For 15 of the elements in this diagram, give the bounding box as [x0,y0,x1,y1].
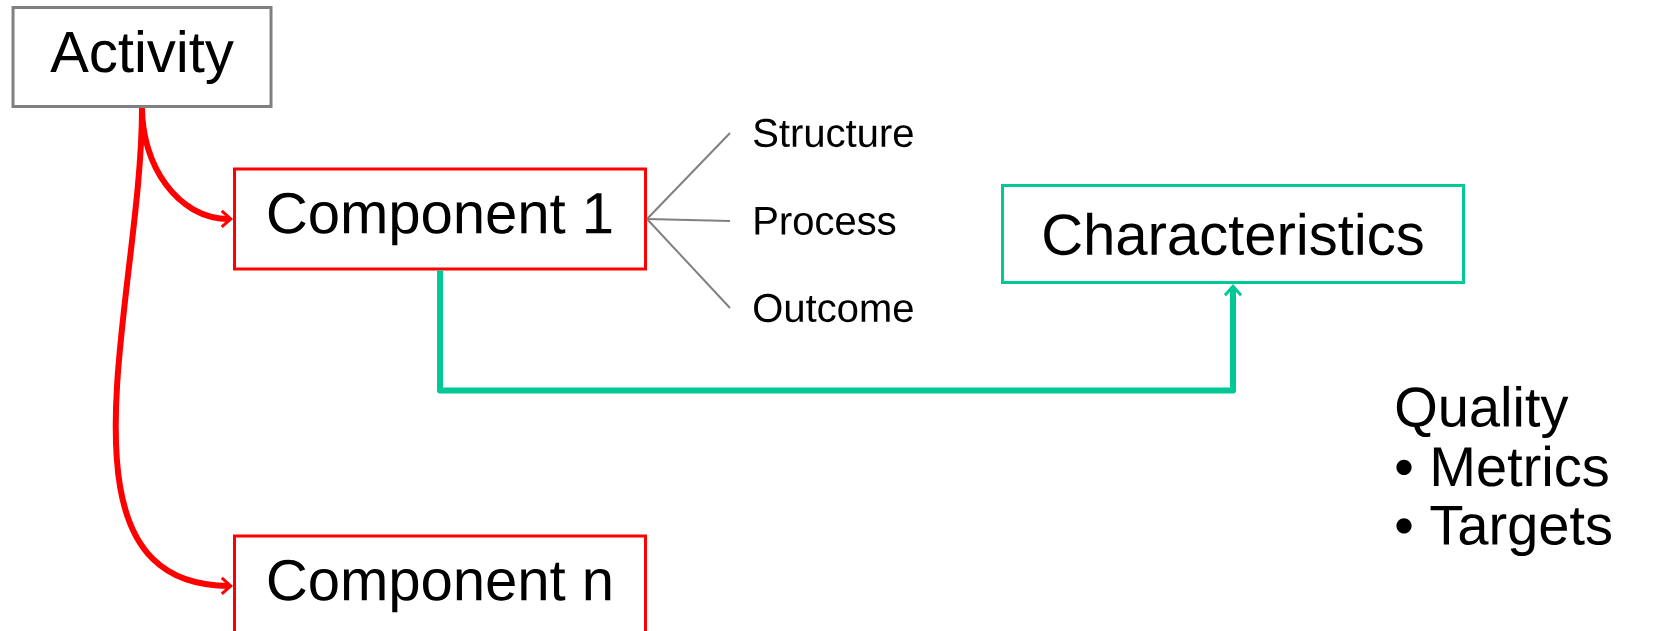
text-box: Characteristics [1001,184,1465,284]
branch-label: Structure [754,118,913,148]
connector [646,132,731,220]
text-box: Activity [11,6,273,108]
connector [112,107,233,596]
branch-label: Process [755,207,896,235]
bullet-item: • Targets [1396,505,1611,557]
bullet-item: • Metrics [1396,445,1608,487]
branch-label: Outcome [754,293,913,323]
connector [437,270,1243,394]
text-box: Component 1 [233,167,647,271]
connector [646,218,731,309]
heading: Quality [1396,385,1569,439]
connector [646,218,731,222]
text-box: Component n [233,534,647,631]
